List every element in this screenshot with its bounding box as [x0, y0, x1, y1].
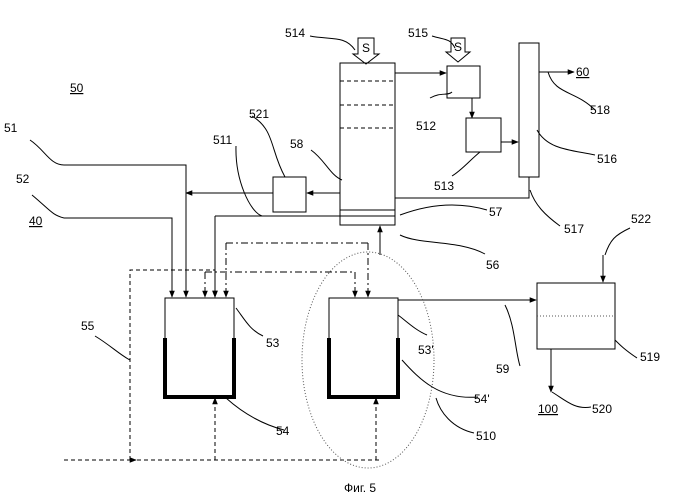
label-518: 518: [590, 103, 610, 117]
box-512: S: [446, 38, 480, 98]
label-53-prime: 53': [418, 343, 434, 357]
tank-53-prime: [329, 298, 398, 397]
box-513: [466, 118, 501, 152]
label-520: 520: [592, 402, 612, 416]
label-511: 511: [213, 133, 232, 147]
label-53: 53: [266, 336, 280, 350]
label-521: 521: [249, 107, 269, 121]
label-513: 513: [434, 179, 454, 193]
label-52: 52: [16, 172, 30, 186]
label-54: 54: [276, 424, 290, 438]
label-59: 59: [496, 362, 510, 376]
label-519: 519: [640, 350, 660, 364]
label-516: 516: [597, 152, 617, 166]
s-label-1: S: [362, 41, 370, 55]
tank-53: [165, 298, 234, 397]
label-40: 40: [29, 214, 43, 228]
column-58: [340, 63, 395, 225]
label-57: 57: [489, 205, 503, 219]
label-100: 100: [538, 402, 558, 416]
column-516: [519, 43, 539, 177]
label-515: 515: [408, 26, 428, 40]
label-58: 58: [290, 137, 304, 151]
box-521: [273, 177, 306, 212]
label-512: 512: [416, 119, 436, 133]
label-514: 514: [285, 26, 305, 40]
label-60: 60: [576, 65, 590, 79]
label-50: 50: [70, 81, 84, 95]
label-522: 522: [631, 212, 651, 226]
box-519: [537, 283, 615, 349]
label-51: 51: [4, 121, 18, 135]
label-55: 55: [81, 319, 95, 333]
label-54-prime: 54': [474, 392, 490, 406]
label-510: 510: [476, 429, 496, 443]
label-517: 517: [564, 222, 584, 236]
label-56: 56: [486, 258, 500, 272]
figure-caption: Фиг. 5: [344, 481, 376, 495]
feed-arrow-514: S: [353, 38, 379, 64]
s-label-2: S: [454, 40, 462, 54]
